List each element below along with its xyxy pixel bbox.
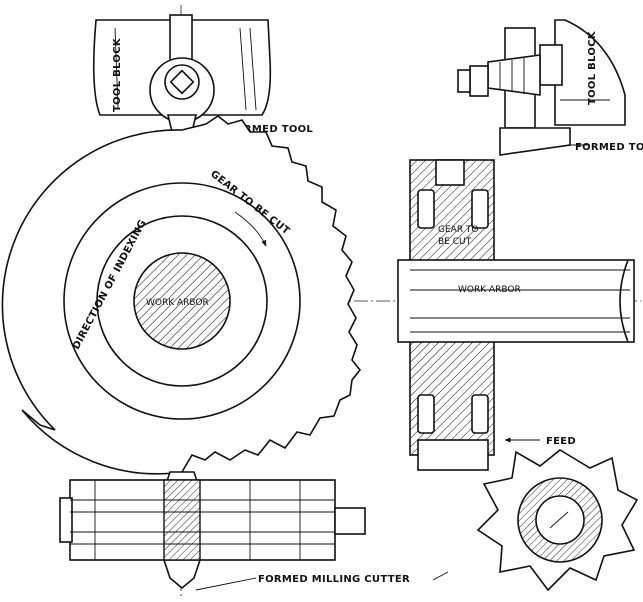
formed-tool-label-top: FORMED TOOL <box>228 124 313 135</box>
formed-milling-cutter-label: FORMED MILLING CUTTER <box>258 574 410 585</box>
gear-front-view <box>1 115 362 475</box>
tool-block-side <box>457 19 626 156</box>
tool-block-label-top: TOOL BLOCK <box>112 37 123 112</box>
milling-cutter-side <box>476 449 639 592</box>
tool-block-front <box>92 14 272 157</box>
indexing-arrow-icon <box>234 211 267 247</box>
gear-to-be-cut-section-label-2: BE CUT <box>438 237 472 247</box>
feed-label: FEED <box>546 436 576 447</box>
work-arbor-center-label: WORK ARBOR <box>146 298 209 308</box>
gear-side-view <box>397 159 635 471</box>
work-arbor-section-label: WORK ARBOR <box>458 285 521 295</box>
work-arbor-front <box>133 252 231 350</box>
tool-block-label-right: TOOL BLOCK <box>587 30 598 105</box>
work-arbor-side <box>397 259 635 343</box>
formed-tool-label-right: FORMED TOOL <box>575 142 643 153</box>
square-nut-icon <box>169 69 195 95</box>
gear-to-be-cut-section-label-1: GEAR TO <box>438 225 479 235</box>
milling-cutter-front <box>59 471 366 590</box>
